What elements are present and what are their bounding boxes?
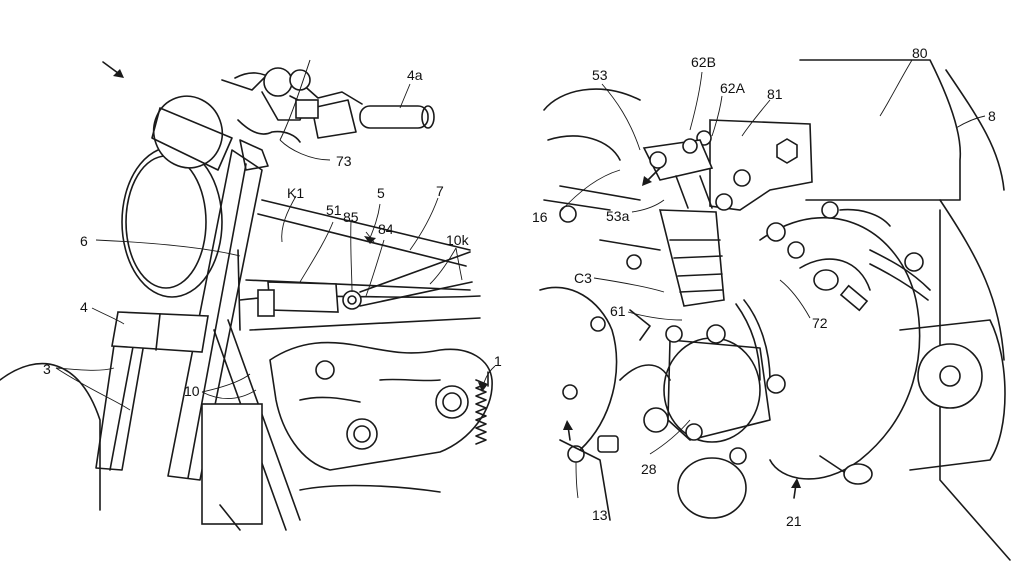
label-81: 81 <box>767 86 783 102</box>
label-28: 28 <box>641 461 657 477</box>
cover-21 <box>759 201 931 485</box>
label-62a: 62A <box>720 80 746 96</box>
label-4: 4 <box>80 299 88 315</box>
label-1: 1 <box>494 353 502 369</box>
label-7: 7 <box>436 183 444 199</box>
component-51 <box>257 251 473 317</box>
meter <box>151 95 233 171</box>
label-53: 53 <box>592 67 608 83</box>
label-13: 13 <box>592 507 608 523</box>
label-6: 6 <box>80 233 88 249</box>
spring-1 <box>475 371 489 445</box>
left-labels: 4a 73 K1 51 5 7 85 84 10k 6 4 3 10 1 <box>43 67 502 399</box>
direction-arrow-left <box>102 61 124 78</box>
engine-side <box>539 88 671 521</box>
label-c3: C3 <box>574 270 592 286</box>
label-61: 61 <box>610 303 626 319</box>
label-21: 21 <box>786 513 802 529</box>
master-cylinder-61 <box>642 138 725 307</box>
front-wheel <box>0 362 101 511</box>
lower-body <box>219 504 241 531</box>
handlebar-4a <box>221 59 435 171</box>
direction-arrows-right <box>563 167 801 499</box>
leader-lines-left <box>55 83 496 411</box>
label-5: 5 <box>377 185 385 201</box>
bracket-81 <box>696 119 813 211</box>
label-73: 73 <box>336 153 352 169</box>
caliper-28 <box>643 299 786 519</box>
label-80: 80 <box>912 45 928 61</box>
label-10k: 10k <box>446 232 470 248</box>
panel-80 <box>799 59 1011 561</box>
fork-clamp-4 <box>111 311 209 353</box>
leader-lines-right <box>559 59 986 499</box>
label-51: 51 <box>326 202 342 218</box>
label-16: 16 <box>532 209 548 225</box>
right-figure: 53 62B 62A 81 80 8 16 53a C3 61 72 28 13… <box>532 45 1011 561</box>
label-k1: K1 <box>287 185 304 201</box>
engine-head <box>201 341 493 525</box>
label-53a: 53a <box>606 208 630 224</box>
label-84: 84 <box>378 221 394 237</box>
label-72: 72 <box>812 315 828 331</box>
label-85: 85 <box>343 209 359 225</box>
right-labels: 53 62B 62A 81 80 8 16 53a C3 61 72 28 13… <box>532 45 996 529</box>
label-62b: 62B <box>691 54 716 70</box>
label-3: 3 <box>43 361 51 377</box>
label-10: 10 <box>184 383 200 399</box>
label-4a: 4a <box>407 67 423 83</box>
label-8: 8 <box>988 108 996 124</box>
left-figure: 4a 73 K1 51 5 7 85 84 10k 6 4 3 10 1 <box>0 59 502 531</box>
